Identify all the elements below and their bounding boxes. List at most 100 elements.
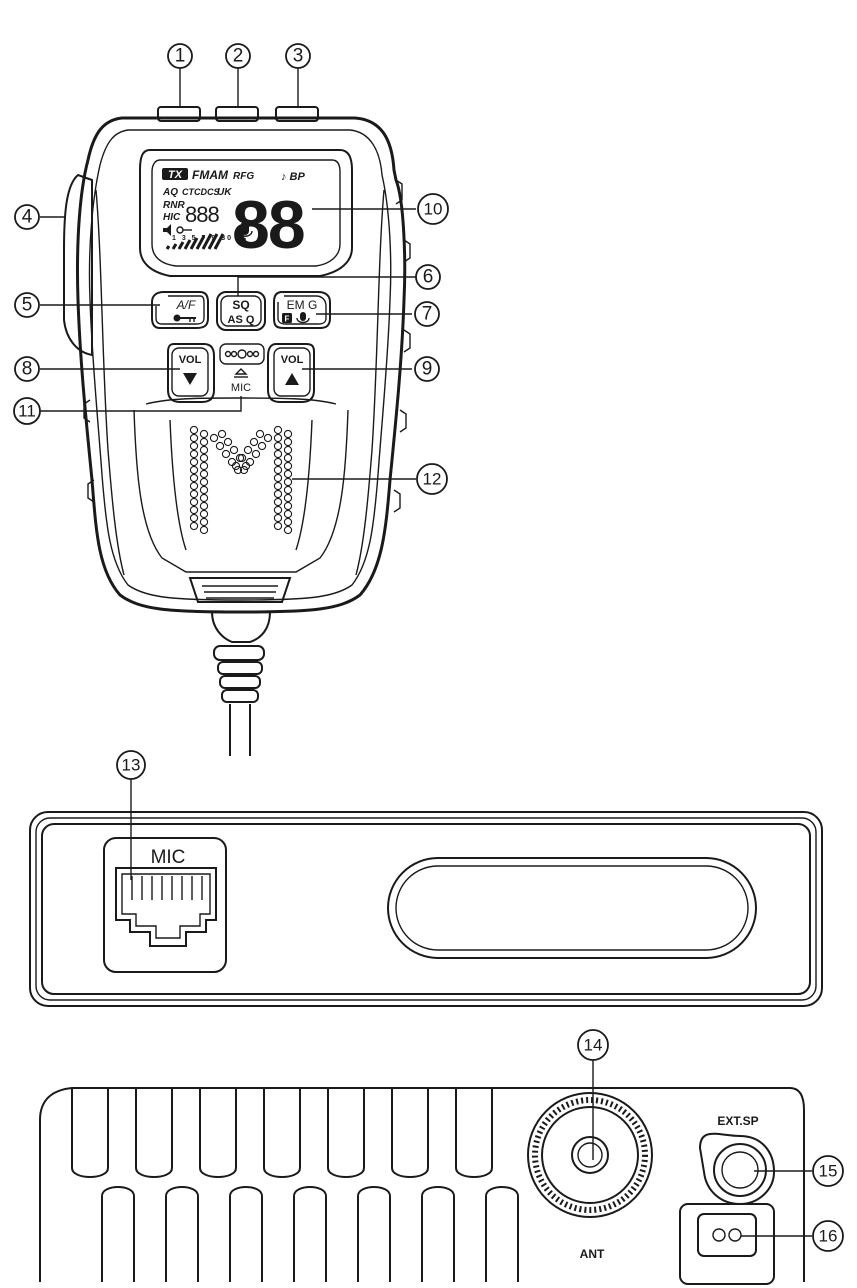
microphone: TX FMAM RFG ♪ BP AQ CTCDCS UK RNR HIC 88… (63, 106, 411, 756)
grille-hole (273, 441, 283, 451)
callout-11: 11 (13, 397, 41, 425)
sq-button: SQ AS Q (216, 291, 266, 331)
speaker-grille (189, 425, 293, 535)
lcd-rnr: RNR (163, 200, 185, 211)
mic-port-label: MIC (151, 847, 186, 868)
grille-hole (189, 449, 199, 459)
lcd-rfg: RFG (233, 171, 254, 182)
centre-logo (224, 349, 260, 359)
callout-13: 13 (116, 750, 146, 780)
ptt-side-button (63, 173, 93, 357)
grille-hole (215, 441, 225, 451)
fin-top (71, 1088, 109, 1178)
grille-hole (227, 457, 237, 467)
grille-hole (283, 437, 293, 447)
grille-hole (189, 497, 199, 507)
lcd-small-digits: 888 (185, 202, 219, 227)
grille-hole (241, 461, 251, 471)
grille-hole (283, 517, 293, 527)
f-badge: F (285, 315, 290, 324)
ext-sp-label: EXT.SP (717, 1114, 758, 1128)
callout-1: 1 (167, 43, 193, 69)
grille-hole (273, 457, 283, 467)
vol-down-button: VOL (167, 343, 215, 403)
mic-body-outline (75, 116, 407, 614)
fin-top (135, 1088, 173, 1178)
emg-button-label: EM G (287, 298, 318, 312)
callout-6: 6 (415, 264, 441, 290)
front-panel-outer (29, 811, 823, 1007)
power-socket (679, 1203, 775, 1285)
rear-panel: ANT EXT.SP (39, 1087, 805, 1285)
grille-hole (273, 497, 283, 507)
grille-hole (237, 453, 247, 463)
lcd-bp: ♪ BP (281, 171, 306, 183)
arrow-up-icon (285, 373, 299, 385)
fin-bottom (485, 1186, 519, 1282)
grille-hole (189, 513, 199, 523)
grille-hole (239, 465, 249, 475)
svg-text:11: 11 (18, 402, 36, 421)
grille-hole (199, 445, 209, 455)
asq-button-label: AS Q (228, 314, 255, 326)
callout-5: 5 (14, 292, 40, 318)
grille-hole (223, 437, 233, 447)
callout-7: 7 (414, 301, 440, 327)
grille-hole (199, 509, 209, 519)
grille-hole (199, 469, 209, 479)
top-button-2 (215, 106, 259, 122)
grille-hole (189, 505, 199, 515)
fin-bottom (357, 1186, 391, 1282)
svg-text:13: 13 (122, 756, 141, 775)
grille-hole (189, 425, 199, 435)
grille-hole (273, 481, 283, 491)
fin-bottom (421, 1186, 455, 1282)
mic-body-inner (88, 129, 392, 601)
rj45-pins (131, 876, 203, 900)
fin-bottom (293, 1186, 327, 1282)
fin-top (263, 1088, 301, 1178)
grille-hole (249, 437, 259, 447)
grille-hole (199, 517, 209, 527)
grille-hole (283, 477, 293, 487)
svg-text:3: 3 (293, 46, 304, 67)
grille-hole (199, 485, 209, 495)
ext-sp-jack (698, 1132, 776, 1206)
callout-4: 4 (14, 204, 40, 230)
callout-15: 15 (812, 1155, 844, 1187)
callout-14: 14 (577, 1029, 609, 1061)
svg-text:8: 8 (22, 359, 33, 380)
grille-hole (189, 489, 199, 499)
grille-hole (273, 505, 283, 515)
lcd-bezel (139, 149, 353, 277)
grille-hole (283, 485, 293, 495)
grille-hole (245, 457, 255, 467)
lcd-hic: HIC (163, 212, 181, 223)
arrow-down-icon (183, 373, 197, 385)
mic-port-frame (103, 837, 227, 973)
speaker-panel (133, 409, 349, 573)
fin-bottom (229, 1186, 263, 1282)
fin-top (199, 1088, 237, 1178)
svg-text:7: 7 (422, 304, 433, 325)
grille-hole (189, 433, 199, 443)
lcd-speaker-icon (163, 224, 171, 236)
grille-hole (217, 429, 227, 439)
grille-hole (189, 481, 199, 491)
grille-hole (199, 453, 209, 463)
grille-hole (273, 513, 283, 523)
grille-hole (263, 433, 273, 443)
ant-connector (527, 1092, 653, 1218)
svg-text:1: 1 (175, 46, 186, 67)
callout-16: 16 (812, 1220, 844, 1252)
grille-hole (283, 453, 293, 463)
key-icon (173, 314, 181, 322)
af-button-label: A/F (176, 298, 196, 312)
grille-hole (231, 461, 241, 471)
emg-button: EM G F (273, 291, 331, 329)
af-button: A/F (151, 291, 209, 329)
leader-lines (40, 68, 812, 1237)
grille-hole (189, 441, 199, 451)
grille-hole (283, 493, 293, 503)
